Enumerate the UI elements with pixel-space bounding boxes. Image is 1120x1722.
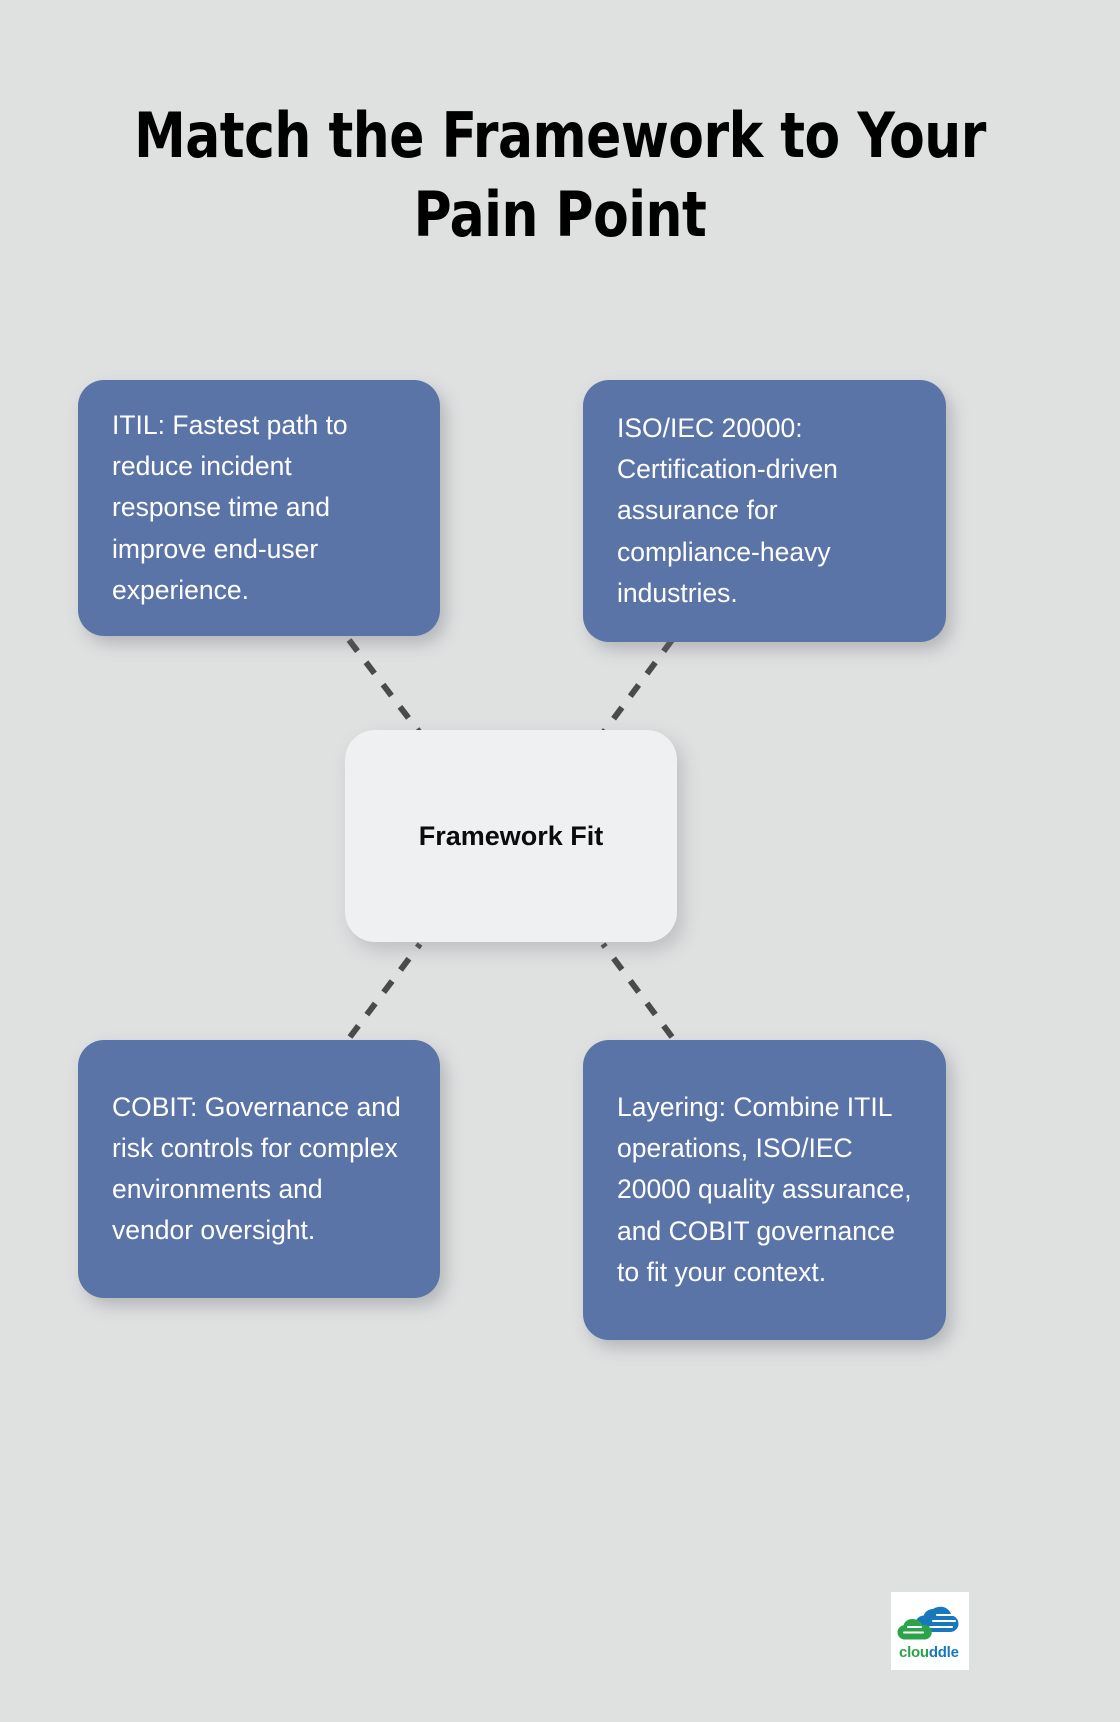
connector-layering-to-center: [600, 942, 675, 1039]
connector-iso-to-center: [600, 638, 675, 735]
framework-node-iso[interactable]: ISO/IEC 20000: Certification-driven assu…: [583, 380, 946, 642]
page-title-line-1: Match the Framework to Your: [134, 99, 986, 172]
framework-node-layering[interactable]: Layering: Combine ITIL operations, ISO/I…: [583, 1040, 946, 1340]
page-title-line-2: Pain Point: [413, 178, 707, 252]
framework-fit-center-node[interactable]: Framework Fit: [345, 730, 677, 942]
connector-cobit-to-center: [347, 942, 423, 1039]
clouddle-logo-icon: clouddle: [897, 1606, 959, 1661]
brand-logo-card: clouddle: [891, 1592, 969, 1670]
framework-node-itil[interactable]: ITIL: Fastest path to reduce incident re…: [78, 380, 440, 636]
connector-itil-to-center: [346, 638, 423, 735]
framework-fit-center-label: Framework Fit: [418, 820, 604, 851]
logo-wordmark-blue: ddle: [929, 1644, 959, 1661]
page-title: Match the Framework to Your Pain Point: [95, 96, 1025, 255]
framework-node-itil-label: ITIL: Fastest path to reduce incident re…: [112, 410, 348, 605]
framework-node-cobit-label: COBIT: Governance and risk controls for …: [112, 1091, 401, 1246]
svg-text:clouddle: clouddle: [899, 1644, 959, 1661]
framework-node-iso-label: ISO/IEC 20000: Certification-driven assu…: [617, 413, 838, 608]
logo-wordmark-green: clou: [899, 1644, 929, 1661]
framework-node-layering-label: Layering: Combine ITIL operations, ISO/I…: [617, 1092, 912, 1287]
framework-node-cobit[interactable]: COBIT: Governance and risk controls for …: [78, 1040, 440, 1298]
